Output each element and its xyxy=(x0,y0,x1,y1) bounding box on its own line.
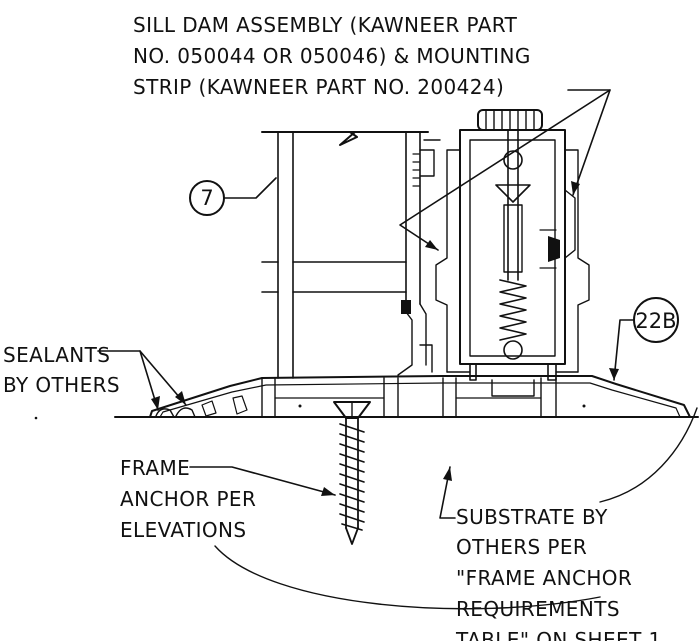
callout-22b-label: 22B xyxy=(635,309,676,333)
substrate-note-line-1: SUBSTRATE BY xyxy=(456,505,608,529)
substrate-note-line-3: "FRAME ANCHOR xyxy=(456,566,632,590)
sealants-arrowhead-1 xyxy=(151,396,160,410)
frame-anchor-note-line-3: ELEVATIONS xyxy=(120,518,246,542)
frame-anchor-screw xyxy=(333,401,371,545)
sealants-note-line-2: BY OTHERS xyxy=(3,373,120,397)
substrate-arrowhead xyxy=(443,467,452,481)
sill-dam-leaders xyxy=(399,89,611,251)
frame-anchor-note-line-2: ANCHOR PER xyxy=(120,487,256,511)
frame-anchor-note: FRAME ANCHOR PER ELEVATIONS xyxy=(120,456,256,542)
substrate-note-line-2: OTHERS PER xyxy=(456,535,587,559)
substrate-note-line-5: TABLE" ON SHEET 1 xyxy=(455,628,662,641)
frame-anchor-leader xyxy=(189,466,336,496)
substrate-leader xyxy=(439,466,456,519)
frame-anchor-arrowhead xyxy=(321,487,335,496)
frame-anchor-leaders xyxy=(189,466,336,496)
substrate-leaders xyxy=(439,466,456,519)
detail-callout-22b: 22B xyxy=(609,297,679,381)
callout-22b-arrowhead xyxy=(609,368,619,380)
sill-dam-note: SILL DAM ASSEMBLY (KAWNEER PART NO. 0500… xyxy=(133,13,531,99)
sill-dam-assembly xyxy=(435,109,590,397)
sealants-note: SEALANTS BY OTHERS xyxy=(3,343,120,397)
callout-7-label: 7 xyxy=(200,186,213,210)
stray-mark xyxy=(34,416,38,420)
callout-22b-leader xyxy=(613,319,635,381)
storefront-frame xyxy=(261,131,441,379)
break-and-edge-curves xyxy=(34,407,698,610)
sealants-note-line-1: SEALANTS xyxy=(3,343,110,367)
mounting-strip xyxy=(149,375,691,418)
elevation-break-curve xyxy=(214,545,601,610)
sill-dam-note-line-3: STRIP (KAWNEER PART NO. 200424) xyxy=(133,75,504,99)
substrate-edge-curve xyxy=(599,407,698,503)
sill-dam-note-line-1: SILL DAM ASSEMBLY (KAWNEER PART xyxy=(133,13,518,37)
frame-anchor-note-line-1: FRAME xyxy=(120,456,190,480)
sill-dam-arrowhead-left xyxy=(425,240,438,250)
detail-callout-7: 7 xyxy=(189,177,277,216)
sill-dam-note-line-2: NO. 050044 OR 050046) & MOUNTING xyxy=(133,44,531,68)
sill-dam-leader-right xyxy=(567,89,611,196)
substrate-note: SUBSTRATE BY OTHERS PER "FRAME ANCHOR RE… xyxy=(455,505,662,641)
sill-dam-leader-left xyxy=(399,89,611,251)
callout-7-leader xyxy=(223,177,277,199)
